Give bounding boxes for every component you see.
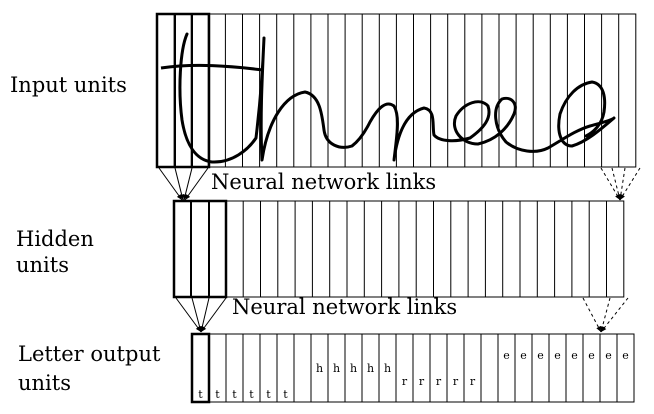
output-letter-r: r (419, 375, 425, 388)
output-units-label-line2: units (18, 371, 71, 395)
link-arrowhead (201, 326, 207, 332)
dashed-link (600, 167, 621, 201)
neural-network-links (158, 167, 641, 333)
output-letter-r: r (453, 375, 459, 388)
dashed-link (619, 167, 641, 201)
dashed-link (600, 297, 629, 333)
output-window-frame (190, 332, 211, 404)
link (158, 167, 183, 201)
links-label-top: Neural network links (211, 170, 437, 194)
output-units-label-line1: Letter output (18, 342, 161, 366)
links-label-bottom: Neural network links (232, 295, 458, 319)
output-letter-e: e (520, 349, 527, 362)
link (191, 297, 202, 333)
output-letter-e: e (622, 349, 629, 362)
output-letter-h: h (350, 362, 357, 375)
hidden-units-label-line1: Hidden (16, 227, 94, 251)
output-letter-h: h (333, 362, 340, 375)
hidden-units-label-line2: units (16, 253, 69, 277)
hidden-units-layer (172, 199, 625, 299)
link-arrowhead (596, 326, 601, 332)
output-letter-e: e (588, 349, 595, 362)
output-letter-e: e (571, 349, 578, 362)
input-units-label: Input units (10, 73, 127, 97)
link-arrowhead (179, 194, 184, 200)
output-letter-r: r (402, 375, 408, 388)
link-arrowhead (601, 326, 607, 332)
input-window-frame (155, 12, 211, 169)
link (200, 297, 210, 333)
link-arrowhead (185, 194, 191, 200)
output-letter-h: h (367, 362, 374, 375)
dashed-link (582, 297, 602, 333)
output-letter-t: t (198, 388, 203, 401)
output-letter-h: h (384, 362, 391, 375)
link-arrowhead (620, 194, 625, 200)
link (175, 297, 202, 333)
output-letter-h: h (316, 362, 323, 375)
link (184, 167, 209, 201)
output-letter-t: t (215, 388, 220, 401)
output-letter-e: e (605, 349, 612, 362)
output-letter-e: e (537, 349, 544, 362)
output-letter-r: r (470, 375, 476, 388)
output-letter-r: r (436, 375, 442, 388)
handwritten-word-three (160, 32, 616, 164)
output-letter-e: e (503, 349, 510, 362)
output-letter-e: e (554, 349, 561, 362)
hidden-window-frame (172, 199, 228, 299)
output-letter-t: t (266, 388, 271, 401)
link (200, 297, 227, 333)
output-letter-t: t (232, 388, 237, 401)
output-letter-t: t (249, 388, 254, 401)
output-letter-t: t (283, 388, 288, 401)
